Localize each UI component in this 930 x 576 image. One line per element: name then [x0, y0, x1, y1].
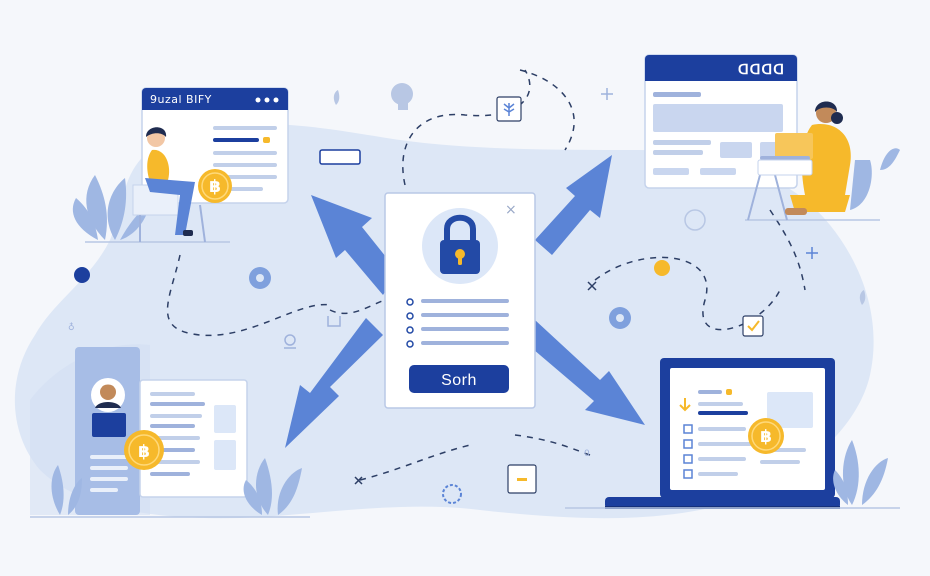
- browser-right-title: ᗡᗡᗡᗡ: [738, 62, 785, 78]
- close-icon[interactable]: ×: [505, 202, 517, 218]
- tiny-mark: ♁: [68, 322, 75, 333]
- coin-left: ฿: [198, 169, 232, 203]
- coin-left-symbol: ฿: [209, 177, 221, 197]
- lock-icon: [440, 214, 480, 274]
- bracket-icon: [327, 316, 341, 327]
- sign-in-button[interactable]: Sorh: [409, 365, 509, 393]
- coin-bottom-right: ฿: [748, 418, 784, 454]
- arrow-to-top-left: [311, 195, 398, 295]
- login-card: × Sorh: [384, 192, 536, 409]
- doc-icon: [507, 464, 537, 494]
- coin-bottom-left: ฿: [124, 430, 164, 470]
- key-icon: [284, 334, 296, 349]
- small-card-icon: [319, 149, 361, 165]
- dot-icon: [74, 267, 90, 283]
- gear-icon: [249, 267, 271, 289]
- outline-circle-icon: [684, 209, 706, 231]
- plus-icon: [601, 88, 613, 100]
- arrow-to-bottom-right: [520, 320, 645, 425]
- person-left: [132, 127, 206, 243]
- ring-icon: [442, 484, 462, 504]
- sign-in-button-label: Sorh: [441, 372, 477, 389]
- tiny-mark-2: 0: [584, 449, 590, 459]
- browser-window-right: ᗡᗡᗡᗡ: [644, 54, 798, 189]
- leaf-icon: [496, 96, 522, 122]
- person-right: [745, 101, 900, 221]
- arrow-to-bottom-left: [285, 318, 383, 448]
- coin-icon-small: [654, 260, 670, 276]
- gear-icon-right: [609, 307, 631, 329]
- small-plant-icon-2: [859, 290, 866, 305]
- laptop-right: [605, 358, 840, 509]
- browser-left-title: 9uzal BIFY: [150, 93, 212, 106]
- plant-bottom-left: [243, 458, 302, 515]
- plus-icon-2: [806, 247, 818, 259]
- x-icon-2: [354, 476, 363, 485]
- coin-bottom-left-symbol: ฿: [138, 442, 150, 462]
- phone-left: [75, 347, 140, 515]
- x-icon: [587, 281, 597, 291]
- plant-far-left: [51, 465, 82, 515]
- coin-bottom-right-symbol: ฿: [760, 427, 772, 447]
- arrow-to-top-right: [535, 155, 612, 255]
- form-fields: [406, 298, 509, 348]
- face-icon: [391, 83, 413, 110]
- small-plant-icon: [333, 90, 340, 105]
- check-icon: [742, 315, 764, 337]
- plant-bottom-right: [833, 440, 888, 505]
